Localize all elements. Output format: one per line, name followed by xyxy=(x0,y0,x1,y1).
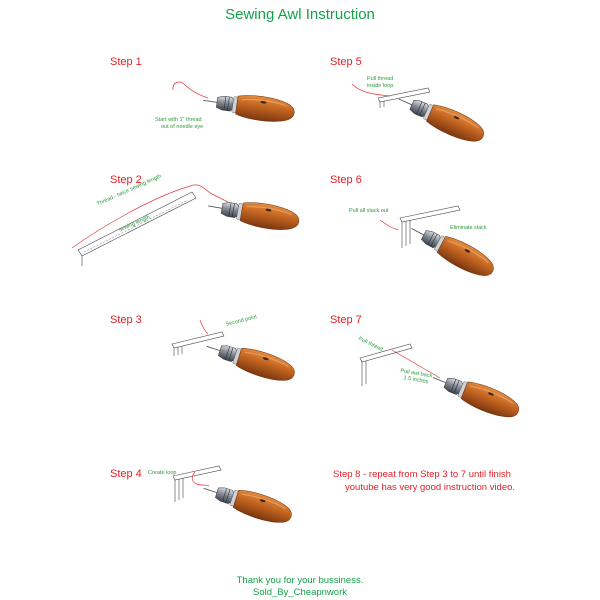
step-3-label: Step 3 xyxy=(110,314,142,326)
step-1-note-2: out of needle eye xyxy=(161,124,204,130)
step-7-illustration xyxy=(359,343,524,424)
footer-seller: Sold_By_Cheapnwork xyxy=(252,587,347,598)
step-8-description: - repeat from Step 3 to 7 until finish xyxy=(360,469,511,480)
step-2-illustration xyxy=(71,184,302,266)
step-4-illustration xyxy=(172,465,296,529)
step-6-label: Step 6 xyxy=(330,174,362,186)
page-title: Sewing Awl Instruction xyxy=(225,6,375,23)
step-1-illustration xyxy=(172,81,297,126)
step-8-label: Step 8 xyxy=(333,469,361,480)
footer-thanks: Thank you for your bussiness. xyxy=(236,575,364,586)
step-1-note-1: Start with 1" thread xyxy=(155,117,202,123)
step-4-label: Step 4 xyxy=(110,468,142,480)
step-7-label: Step 7 xyxy=(330,314,362,326)
step-5-note-1: Pull thread xyxy=(367,76,394,82)
step-4-note-1: Create loop xyxy=(148,470,177,476)
step-1-label: Step 1 xyxy=(110,56,142,68)
step-5-illustration xyxy=(351,83,489,149)
step-6-illustration xyxy=(379,205,499,283)
step-5-note-2: inside loop xyxy=(367,83,394,89)
step-5-label: Step 5 xyxy=(330,56,362,68)
step-8-text: Step 8 - repeat from Step 3 to 7 until f… xyxy=(333,468,515,494)
step-2-label: Step 2 xyxy=(110,174,142,186)
step-8-line-2: youtube has very good instruction video. xyxy=(345,482,516,493)
step-6-note-2: Eliminate slack xyxy=(450,225,487,231)
step-6-note-1: Pull all slack out xyxy=(349,208,389,214)
step-3-illustration xyxy=(171,319,299,387)
